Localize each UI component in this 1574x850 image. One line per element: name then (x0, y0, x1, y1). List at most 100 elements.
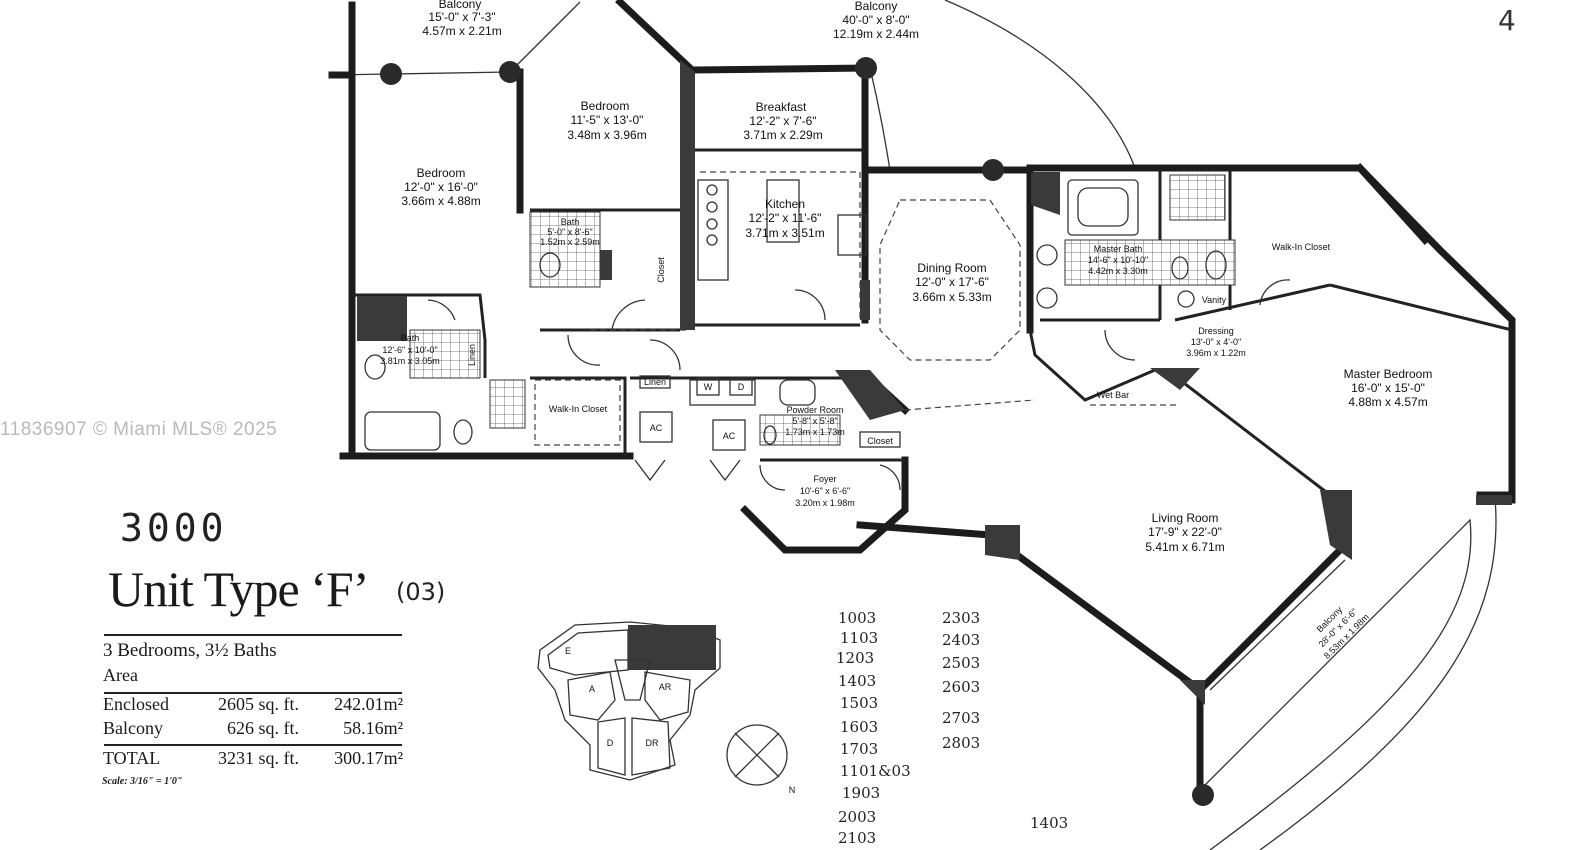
room-balcony-nw-metric: 4.57m x 2.21m (422, 24, 501, 38)
room-master-bedroom-metric: 4.88m x 4.57m (1348, 395, 1427, 409)
room-dressing-imperial: 13'-0" x 4'-0" (1191, 337, 1241, 347)
key-plan-label-e: E (565, 646, 571, 656)
room-breakfast-name: Breakfast (756, 100, 807, 114)
room-balcony-nw-imperial: 15'-0" x 7'-3" (428, 10, 495, 24)
key-plan-label-dr: DR (646, 738, 659, 748)
room-dining-name: Dining Room (917, 261, 986, 275)
room-linen-1: Linen (467, 344, 477, 366)
room-powder-metric: 1.73m x 1.73m (785, 427, 845, 437)
room-walk-in-closet-master: Walk-In Closet (1272, 242, 1331, 252)
key-plan-label-ar: AR (659, 682, 672, 692)
hand-unit-9: 2003 (838, 808, 876, 826)
interior-walls (352, 148, 1513, 497)
north-arrow-label: N (789, 785, 796, 795)
key-plan-label-d: D (607, 738, 614, 748)
columns (380, 57, 1214, 806)
room-powder-imperial: 5'-8" x 5'-8" (792, 416, 837, 426)
area-row-enclosed: Enclosed 2605 sq. ft. 242.01m² (103, 694, 403, 718)
hand-unit-4: 1503 (840, 694, 878, 712)
unit-type-title: Unit Type ‘F’ (108, 561, 369, 617)
title-divider (104, 634, 402, 636)
room-balcony-nw-name: Balcony (439, 0, 482, 11)
room-washer: W (704, 382, 713, 392)
hand-unit-r1: 2403 (942, 631, 980, 649)
room-kitchen-metric: 3.71m x 3.51m (745, 226, 824, 240)
room-living-imperial: 17'-9" x 22'-0" (1148, 525, 1222, 539)
room-wet-bar: Wet Bar (1097, 390, 1129, 400)
room-master-bedroom-name: Master Bedroom (1344, 367, 1433, 381)
room-dryer: D (738, 382, 745, 392)
room-bath-upper-imperial: 5'-0" x 8'-6" (547, 227, 592, 237)
room-foyer-name: Foyer (813, 474, 836, 484)
room-ac-2: AC (723, 431, 736, 441)
hand-unit-8: 1903 (842, 784, 880, 802)
room-master-bedroom-imperial: 16'-0" x 15'-0" (1351, 381, 1425, 395)
room-linen-2: Linen (644, 377, 666, 387)
room-closet-1: Closet (656, 257, 666, 283)
utility-boxes (639, 375, 901, 451)
watermark: 11836907 © Miami MLS® 2025 (0, 419, 278, 440)
room-dining-metric: 3.66m x 5.33m (912, 290, 991, 304)
hand-unit-r2: 2503 (942, 654, 980, 672)
key-plan: E A AR D DR (537, 621, 721, 781)
room-dressing-name: Dressing (1198, 326, 1234, 336)
unit-description: 3 Bedrooms, 3½ Baths (103, 640, 277, 661)
room-breakfast-metric: 3.71m x 2.29m (743, 128, 822, 142)
area-row-balcony: Balcony 626 sq. ft. 58.16m² (103, 718, 403, 742)
hand-unit-r3: 2603 (942, 678, 980, 696)
area-row-name: Enclosed (103, 694, 169, 714)
area-row-sqm: 242.01m² (334, 694, 403, 714)
hatched-areas (357, 60, 1512, 705)
area-row-sqft: 626 sq. ft. (227, 718, 299, 738)
hand-unit-3: 1403 (838, 672, 876, 690)
room-bath-upper-metric: 1.52m x 2.59m (540, 237, 600, 247)
room-master-bath-imperial: 14'-6" x 10'-10" (1088, 255, 1148, 265)
area-label: Area (103, 665, 138, 685)
hand-unit-r4: 2703 (942, 709, 980, 727)
hand-unit-r5: 2803 (942, 734, 980, 752)
room-bath-lower-metric: 3.81m x 3.05m (380, 356, 440, 366)
room-bedroom-3-metric: 3.66m x 4.88m (401, 194, 480, 208)
hand-unit-10: 2103 (838, 829, 876, 847)
room-kitchen-imperial: 12'-2" x 11'-6" (749, 211, 822, 225)
hand-unit-7: 1101&03 (840, 762, 911, 780)
room-bedroom-2-metric: 3.48m x 3.96m (567, 128, 646, 142)
room-bath-upper-name: Bath (561, 217, 580, 227)
room-closet-2: Closet (867, 436, 893, 446)
room-foyer-imperial: 10'-6" x 6'-6" (800, 486, 850, 496)
room-dressing-metric: 3.96m x 1.22m (1186, 348, 1246, 358)
corner-handwritten-mark: 4 (1498, 4, 1516, 37)
room-kitchen-name: Kitchen (765, 197, 805, 211)
hand-unit-bottom: 1403 (1030, 814, 1068, 832)
total-divider (104, 744, 402, 746)
hand-unit-6: 1703 (840, 740, 878, 758)
room-dining-imperial: 12'-0" x 17'-6" (915, 275, 989, 289)
hand-unit-5: 1603 (840, 718, 878, 736)
room-ac-1: AC (650, 423, 663, 433)
key-plan-label-a: A (589, 684, 595, 694)
hand-unit-r0: 2303 (942, 609, 980, 627)
doors (427, 279, 1291, 491)
scale-note: Scale: 3/16" = 1'0" (102, 776, 183, 787)
hand-unit-1: 1103 (840, 629, 878, 647)
room-bath-lower-name: Bath (401, 333, 420, 343)
area-total-sqft: 3231 sq. ft. (218, 748, 299, 768)
room-living-metric: 5.41m x 6.71m (1145, 540, 1224, 554)
hand-unit-2: 1203 (836, 649, 874, 667)
room-master-bath-metric: 4.42m x 3.30m (1088, 266, 1148, 276)
room-foyer-metric: 3.20m x 1.98m (795, 498, 855, 508)
area-row-total: TOTAL 3231 sq. ft. 300.17m² (103, 748, 403, 772)
handwritten-unit-list: 1003 1103 1203 1403 1503 1603 1703 1101&… (836, 609, 1068, 847)
area-row-sqm: 58.16m² (343, 718, 403, 738)
room-bedroom-2-name: Bedroom (581, 99, 630, 113)
area-divider (104, 692, 402, 694)
dashed-outlines (534, 171, 1180, 446)
room-bedroom-3-name: Bedroom (417, 166, 466, 180)
room-vanity: Vanity (1202, 295, 1227, 305)
room-balcony-n-name: Balcony (855, 0, 898, 13)
area-row-sqft: 2605 sq. ft. (218, 694, 299, 714)
handwritten-unit-number: 3000 (120, 506, 228, 550)
room-master-bath-name: Master Bath (1094, 244, 1143, 254)
area-row-name: Balcony (103, 718, 163, 738)
